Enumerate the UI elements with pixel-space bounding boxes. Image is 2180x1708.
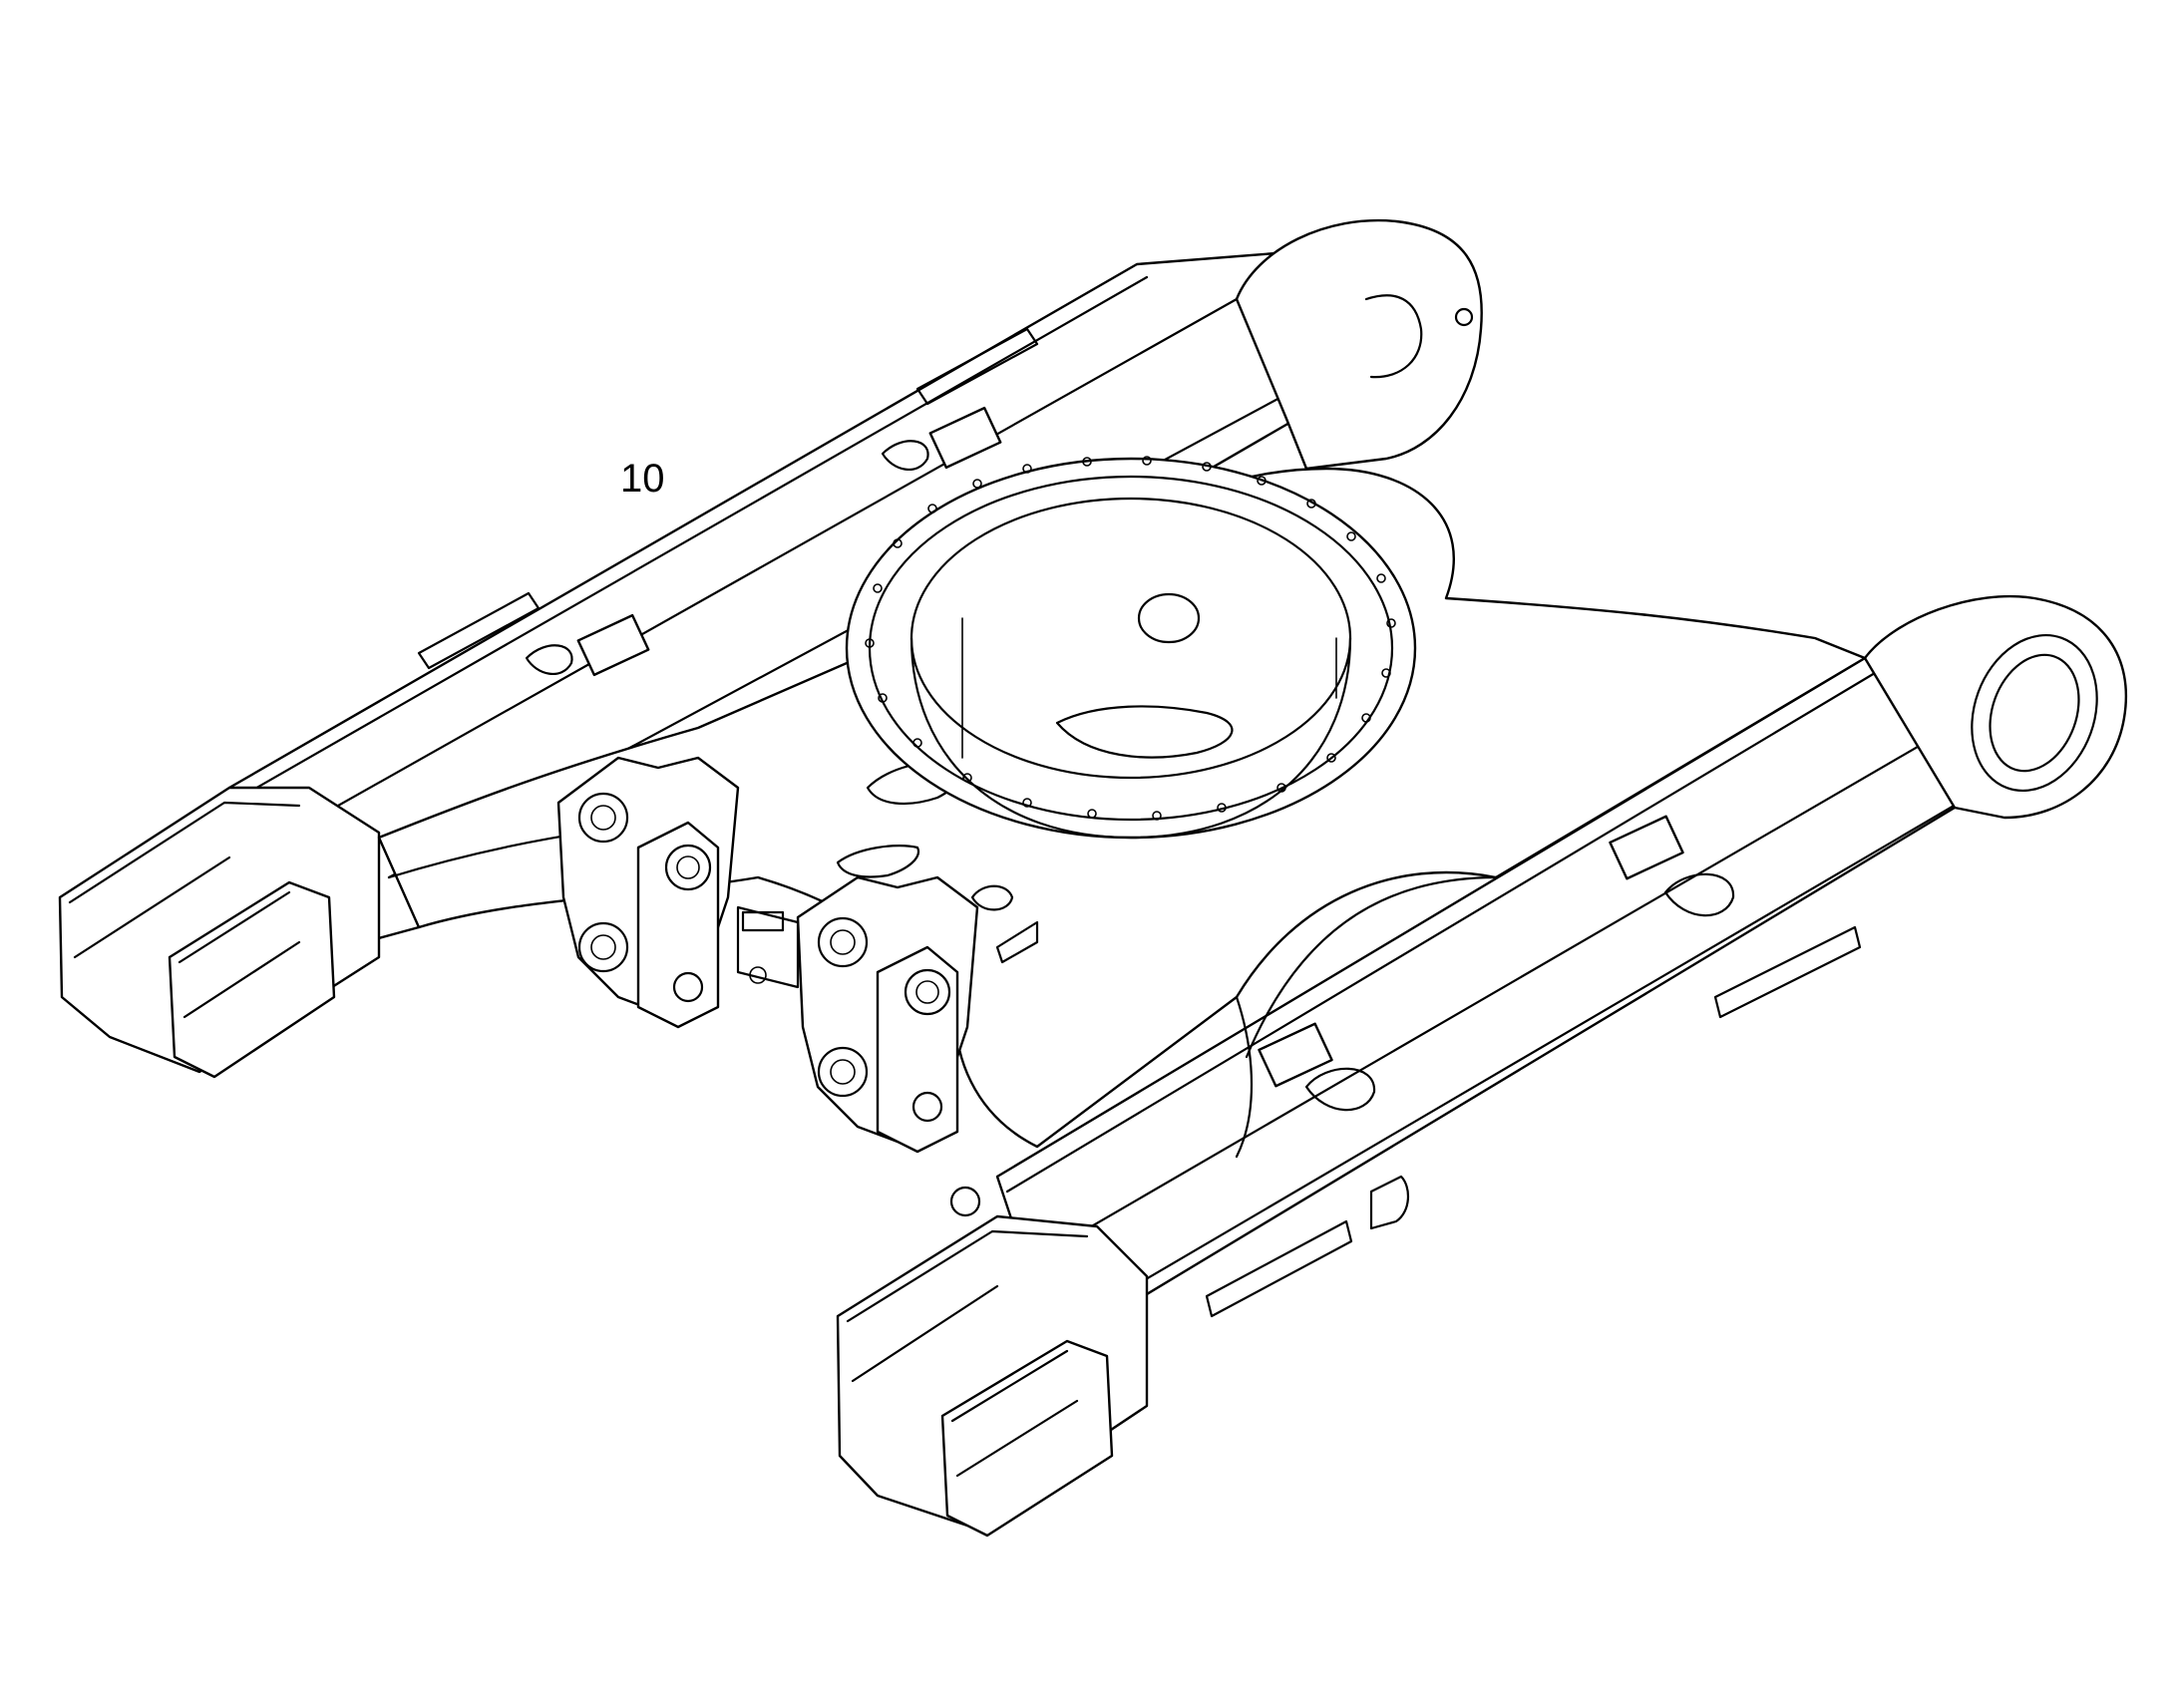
blade-mount-brackets bbox=[556, 756, 979, 1154]
left-track-frame bbox=[58, 218, 1483, 1079]
callout-part-10: 10 bbox=[620, 457, 665, 501]
right-track-frame bbox=[836, 594, 2128, 1537]
swing-bearing-ring bbox=[845, 456, 1417, 840]
